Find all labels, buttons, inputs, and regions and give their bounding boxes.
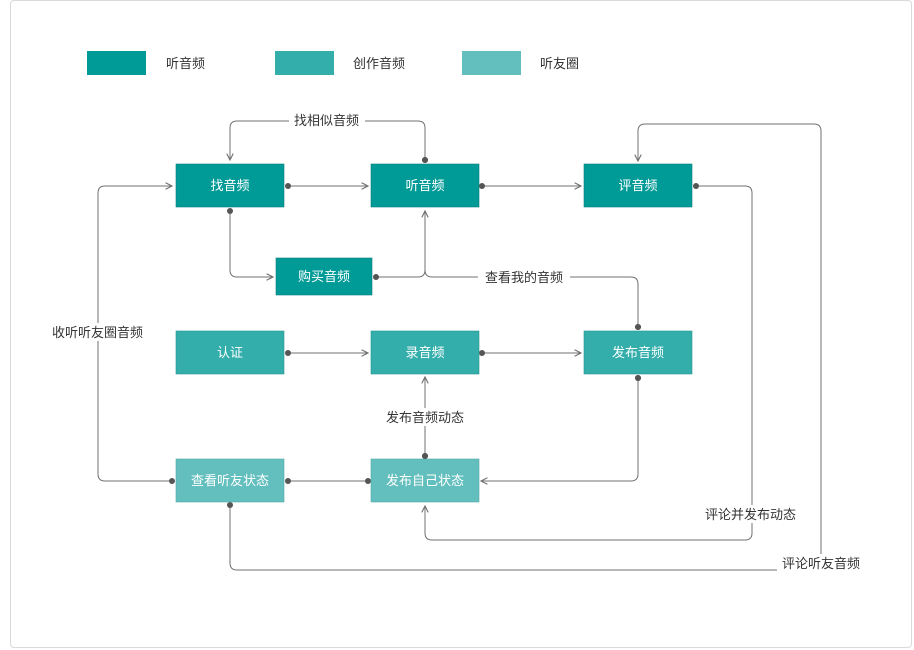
- edge-publish-to-own-status: [481, 378, 639, 481]
- node-find-audio-label: 找音频: [210, 178, 249, 194]
- node-view-friend-status: 查看听友状态: [175, 458, 285, 503]
- node-publish-audio: 发布音频: [583, 330, 693, 375]
- node-edge-dots: [422, 157, 641, 459]
- diagram-frame: [10, 0, 912, 648]
- edge-view-my-audio: [424, 269, 639, 327]
- node-certify: 认证: [175, 330, 285, 375]
- edge-buy-to-listen: [376, 211, 425, 278]
- edge-comment-and-publish: [425, 185, 753, 541]
- edge-label-collect-friend-audio: 收听听友圈音频: [52, 325, 143, 341]
- legend-swatch-create: [275, 51, 334, 75]
- edge-find-to-buy: [229, 211, 273, 277]
- legend-label-circle: 听友圈: [540, 56, 579, 72]
- node-publish-own-status: 发布自己状态: [370, 458, 480, 503]
- node-listen-audio-label: 听音频: [405, 178, 444, 194]
- edge-label-comment-and-publish: 评论并发布动态: [705, 507, 796, 523]
- node-view-friend-status-label: 查看听友状态: [191, 473, 269, 489]
- legend-swatch-circle: [462, 51, 521, 75]
- node-buy-audio-label: 购买音频: [298, 269, 350, 285]
- node-listen-audio: 听音频: [370, 163, 480, 208]
- node-review-audio: 评音频: [583, 163, 693, 208]
- node-review-audio-label: 评音频: [618, 178, 657, 194]
- node-record-audio-label: 录音频: [405, 345, 444, 361]
- edge-label-publish-audio-moment: 发布音频动态: [386, 410, 464, 426]
- node-find-audio: 找音频: [175, 163, 285, 208]
- node-record-audio: 录音频: [370, 330, 480, 375]
- legend-label-create: 创作音频: [353, 56, 405, 72]
- node-publish-own-status-label: 发布自己状态: [386, 473, 464, 489]
- edge-comment-friend-audio: [229, 123, 822, 571]
- legend-label-listen: 听音频: [166, 56, 205, 72]
- node-publish-audio-label: 发布音频: [612, 345, 664, 361]
- edge-label-find-similar: 找相似音频: [294, 113, 359, 129]
- legend-swatch-listen: [87, 51, 146, 75]
- node-certify-label: 认证: [217, 346, 243, 361]
- node-buy-audio: 购买音频: [275, 257, 373, 296]
- edge-label-view-my-audio: 查看我的音频: [485, 270, 563, 286]
- edge-label-comment-friend-audio: 评论听友音频: [782, 556, 860, 572]
